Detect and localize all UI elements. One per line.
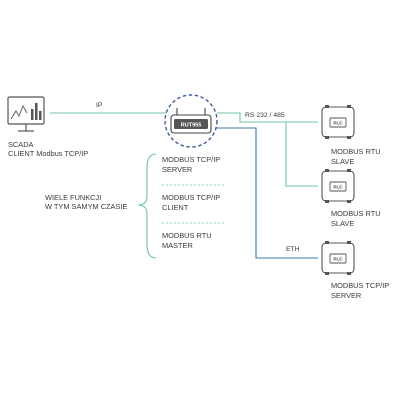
device-sublabel: SLAVE [331,219,354,228]
device-sublabel: SLAVE [331,157,354,166]
plc-badge: PLC [333,185,343,190]
eth-link-line [204,127,318,259]
eth-link-label: ETH [286,246,300,253]
function-item-sublabel: SERVER [162,165,192,174]
serial-branch-line [285,122,318,187]
device-label: MODBUS RTU [331,209,381,218]
multi-function-sublabel: W TYM SAMYM CZASIE [45,202,127,211]
device-label: MODBUS RTU [331,147,381,156]
ip-link-label: IP [96,102,103,109]
plc-device: PLC [321,105,355,139]
function-list: MODBUS TCP/IP SERVER MODBUS TCP/IP CLIEN… [162,155,226,250]
plc-device: PLC [321,169,355,203]
function-item-sublabel: MASTER [162,241,193,250]
function-brace [137,153,157,259]
serial-link-line [217,112,318,123]
function-item-label: MODBUS TCP/IP [162,155,220,164]
multi-function-label: WIELE FUNKCJI [45,193,101,202]
plc-badge: PLC [333,257,343,262]
router-model-label: RUT955 [181,123,202,129]
scada-label: SCADA [8,140,34,149]
function-item-sublabel: CLIENT [162,203,189,212]
device-label: MODBUS TCP/IP [331,281,389,290]
plc-badge: PLC [333,121,343,126]
device-sublabel: SERVER [331,291,361,300]
function-item-label: MODBUS TCP/IP [162,193,220,202]
function-item-label: MODBUS RTU [162,231,212,240]
router-icon [164,94,218,148]
scada-role-label: CLIENT Modbus TCP/IP [8,149,88,158]
scada-monitor-icon [7,96,45,132]
connection-lines [50,112,318,259]
serial-link-label: RS 232 / 485 [245,112,285,119]
plc-device: PLC [321,241,355,275]
